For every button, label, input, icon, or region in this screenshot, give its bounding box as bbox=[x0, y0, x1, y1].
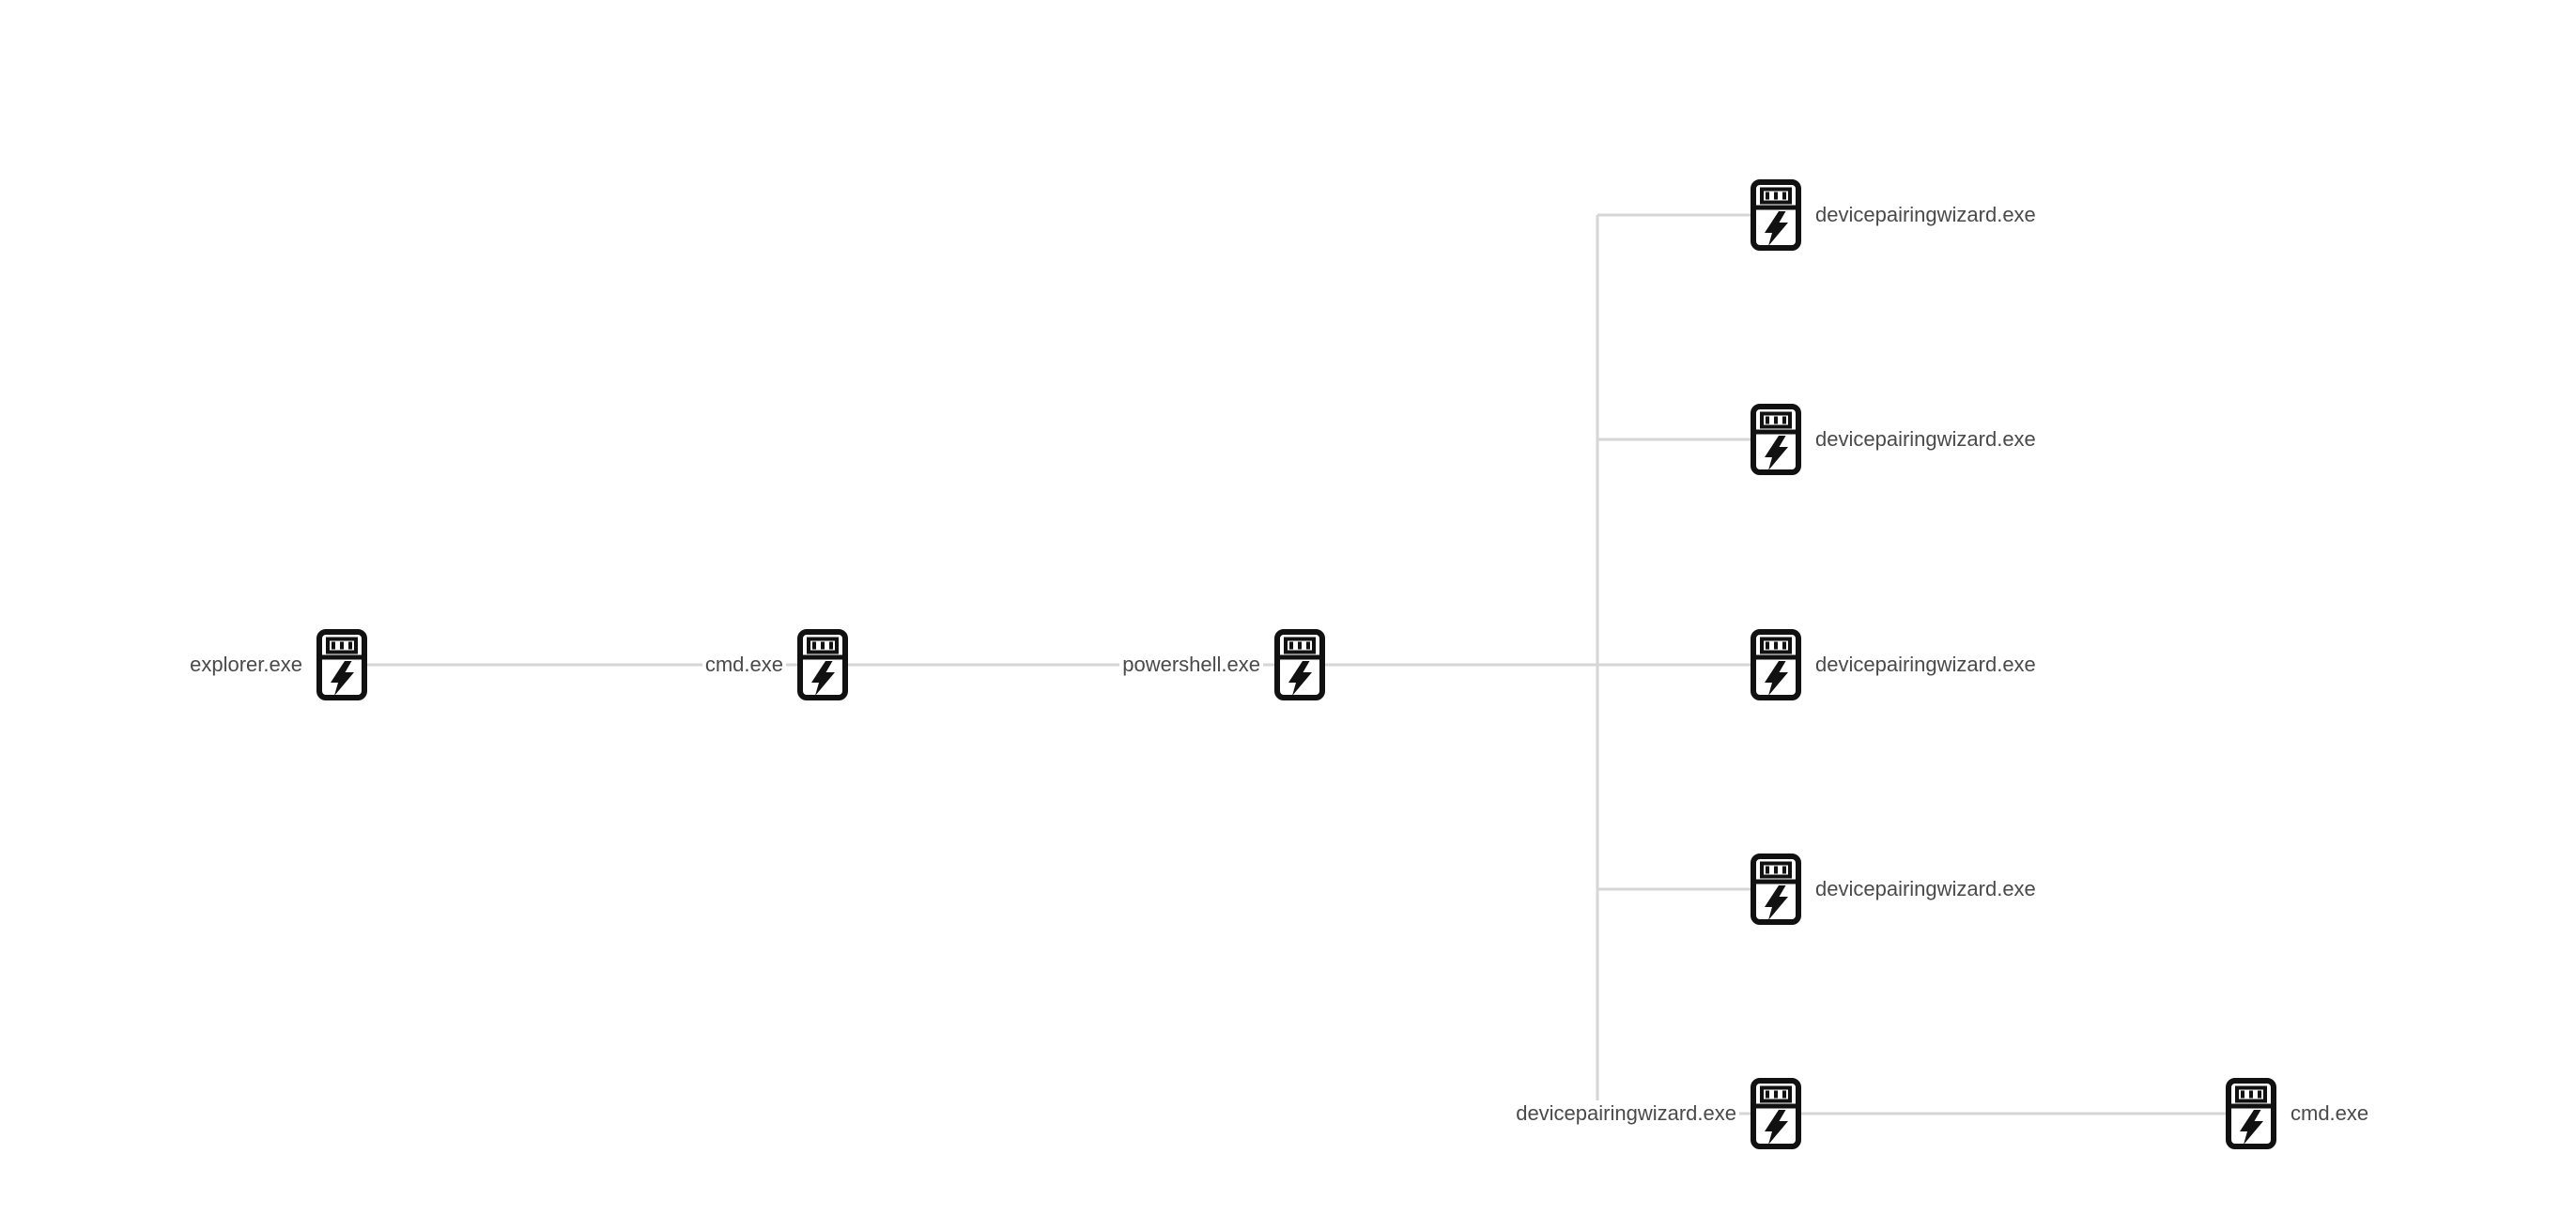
node-devicepairingwizard-5[interactable]: devicepairingwizard.exe bbox=[1513, 1078, 1801, 1149]
process-label: devicepairingwizard.exe bbox=[1812, 426, 2039, 453]
process-icon[interactable] bbox=[1751, 854, 1801, 925]
process-label: devicepairingwizard.exe bbox=[1812, 202, 2039, 228]
process-label: cmd.exe bbox=[2288, 1100, 2372, 1127]
process-icon[interactable] bbox=[1751, 629, 1801, 700]
process-label: cmd.exe bbox=[702, 652, 786, 678]
node-powershell[interactable]: powershell.exe bbox=[1119, 629, 1325, 700]
process-label: explorer.exe bbox=[187, 652, 305, 678]
node-explorer[interactable]: explorer.exe bbox=[187, 629, 367, 700]
node-cmd-2[interactable]: cmd.exe bbox=[2226, 1078, 2372, 1149]
process-label: devicepairingwizard.exe bbox=[1812, 876, 2039, 902]
process-icon[interactable] bbox=[1751, 1078, 1801, 1149]
process-icon[interactable] bbox=[2226, 1078, 2276, 1149]
node-devicepairingwizard-2[interactable]: devicepairingwizard.exe bbox=[1751, 404, 2039, 475]
process-icon[interactable] bbox=[1274, 629, 1325, 700]
process-label: devicepairingwizard.exe bbox=[1812, 652, 2039, 678]
node-devicepairingwizard-3[interactable]: devicepairingwizard.exe bbox=[1751, 629, 2039, 700]
process-label: powershell.exe bbox=[1119, 652, 1263, 678]
process-icon[interactable] bbox=[316, 629, 367, 700]
process-label: devicepairingwizard.exe bbox=[1513, 1100, 1739, 1127]
process-icon[interactable] bbox=[1751, 404, 1801, 475]
node-devicepairingwizard-4[interactable]: devicepairingwizard.exe bbox=[1751, 854, 2039, 925]
node-devicepairingwizard-1[interactable]: devicepairingwizard.exe bbox=[1751, 179, 2039, 251]
process-icon[interactable] bbox=[797, 629, 848, 700]
node-cmd-1[interactable]: cmd.exe bbox=[702, 629, 848, 700]
process-icon[interactable] bbox=[1751, 179, 1801, 251]
